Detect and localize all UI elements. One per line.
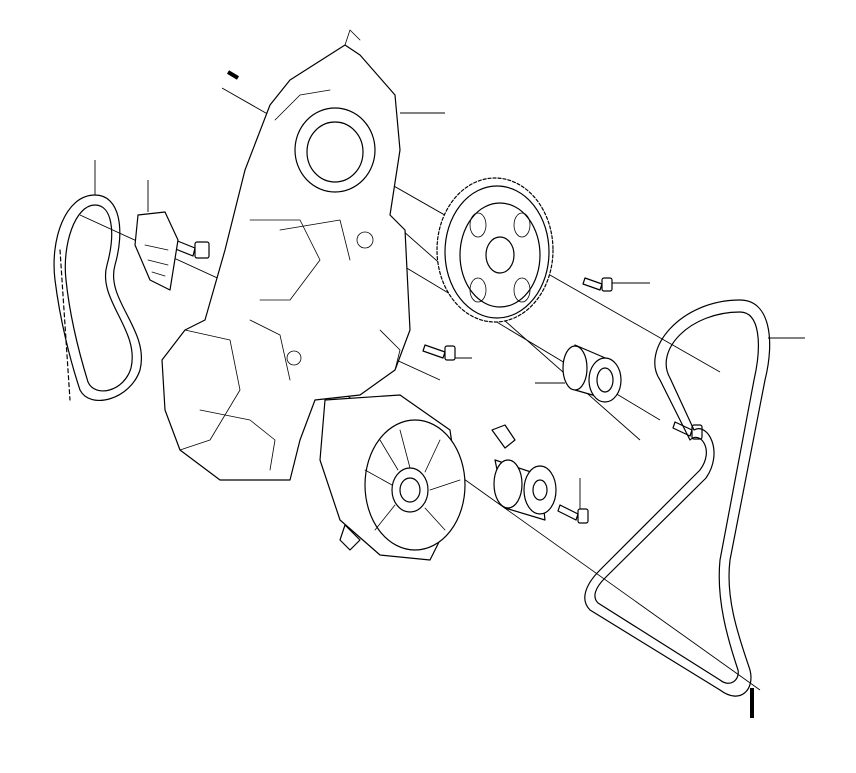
callout-lines: [94, 70, 805, 718]
tensioner-pulley-icon: [491, 424, 557, 521]
idler-pulley-icon: [562, 344, 622, 403]
water-pump-icon: [319, 394, 466, 561]
bolt-icon: [167, 237, 703, 524]
chain-tensioner-icon: [134, 211, 179, 291]
timing-cover-icon: [161, 29, 411, 481]
section-marker-top: [226, 70, 240, 80]
chain-icon: [53, 194, 143, 401]
camshaft-sprocket-icon: [436, 177, 554, 323]
timing-belt-icon: [584, 299, 771, 697]
